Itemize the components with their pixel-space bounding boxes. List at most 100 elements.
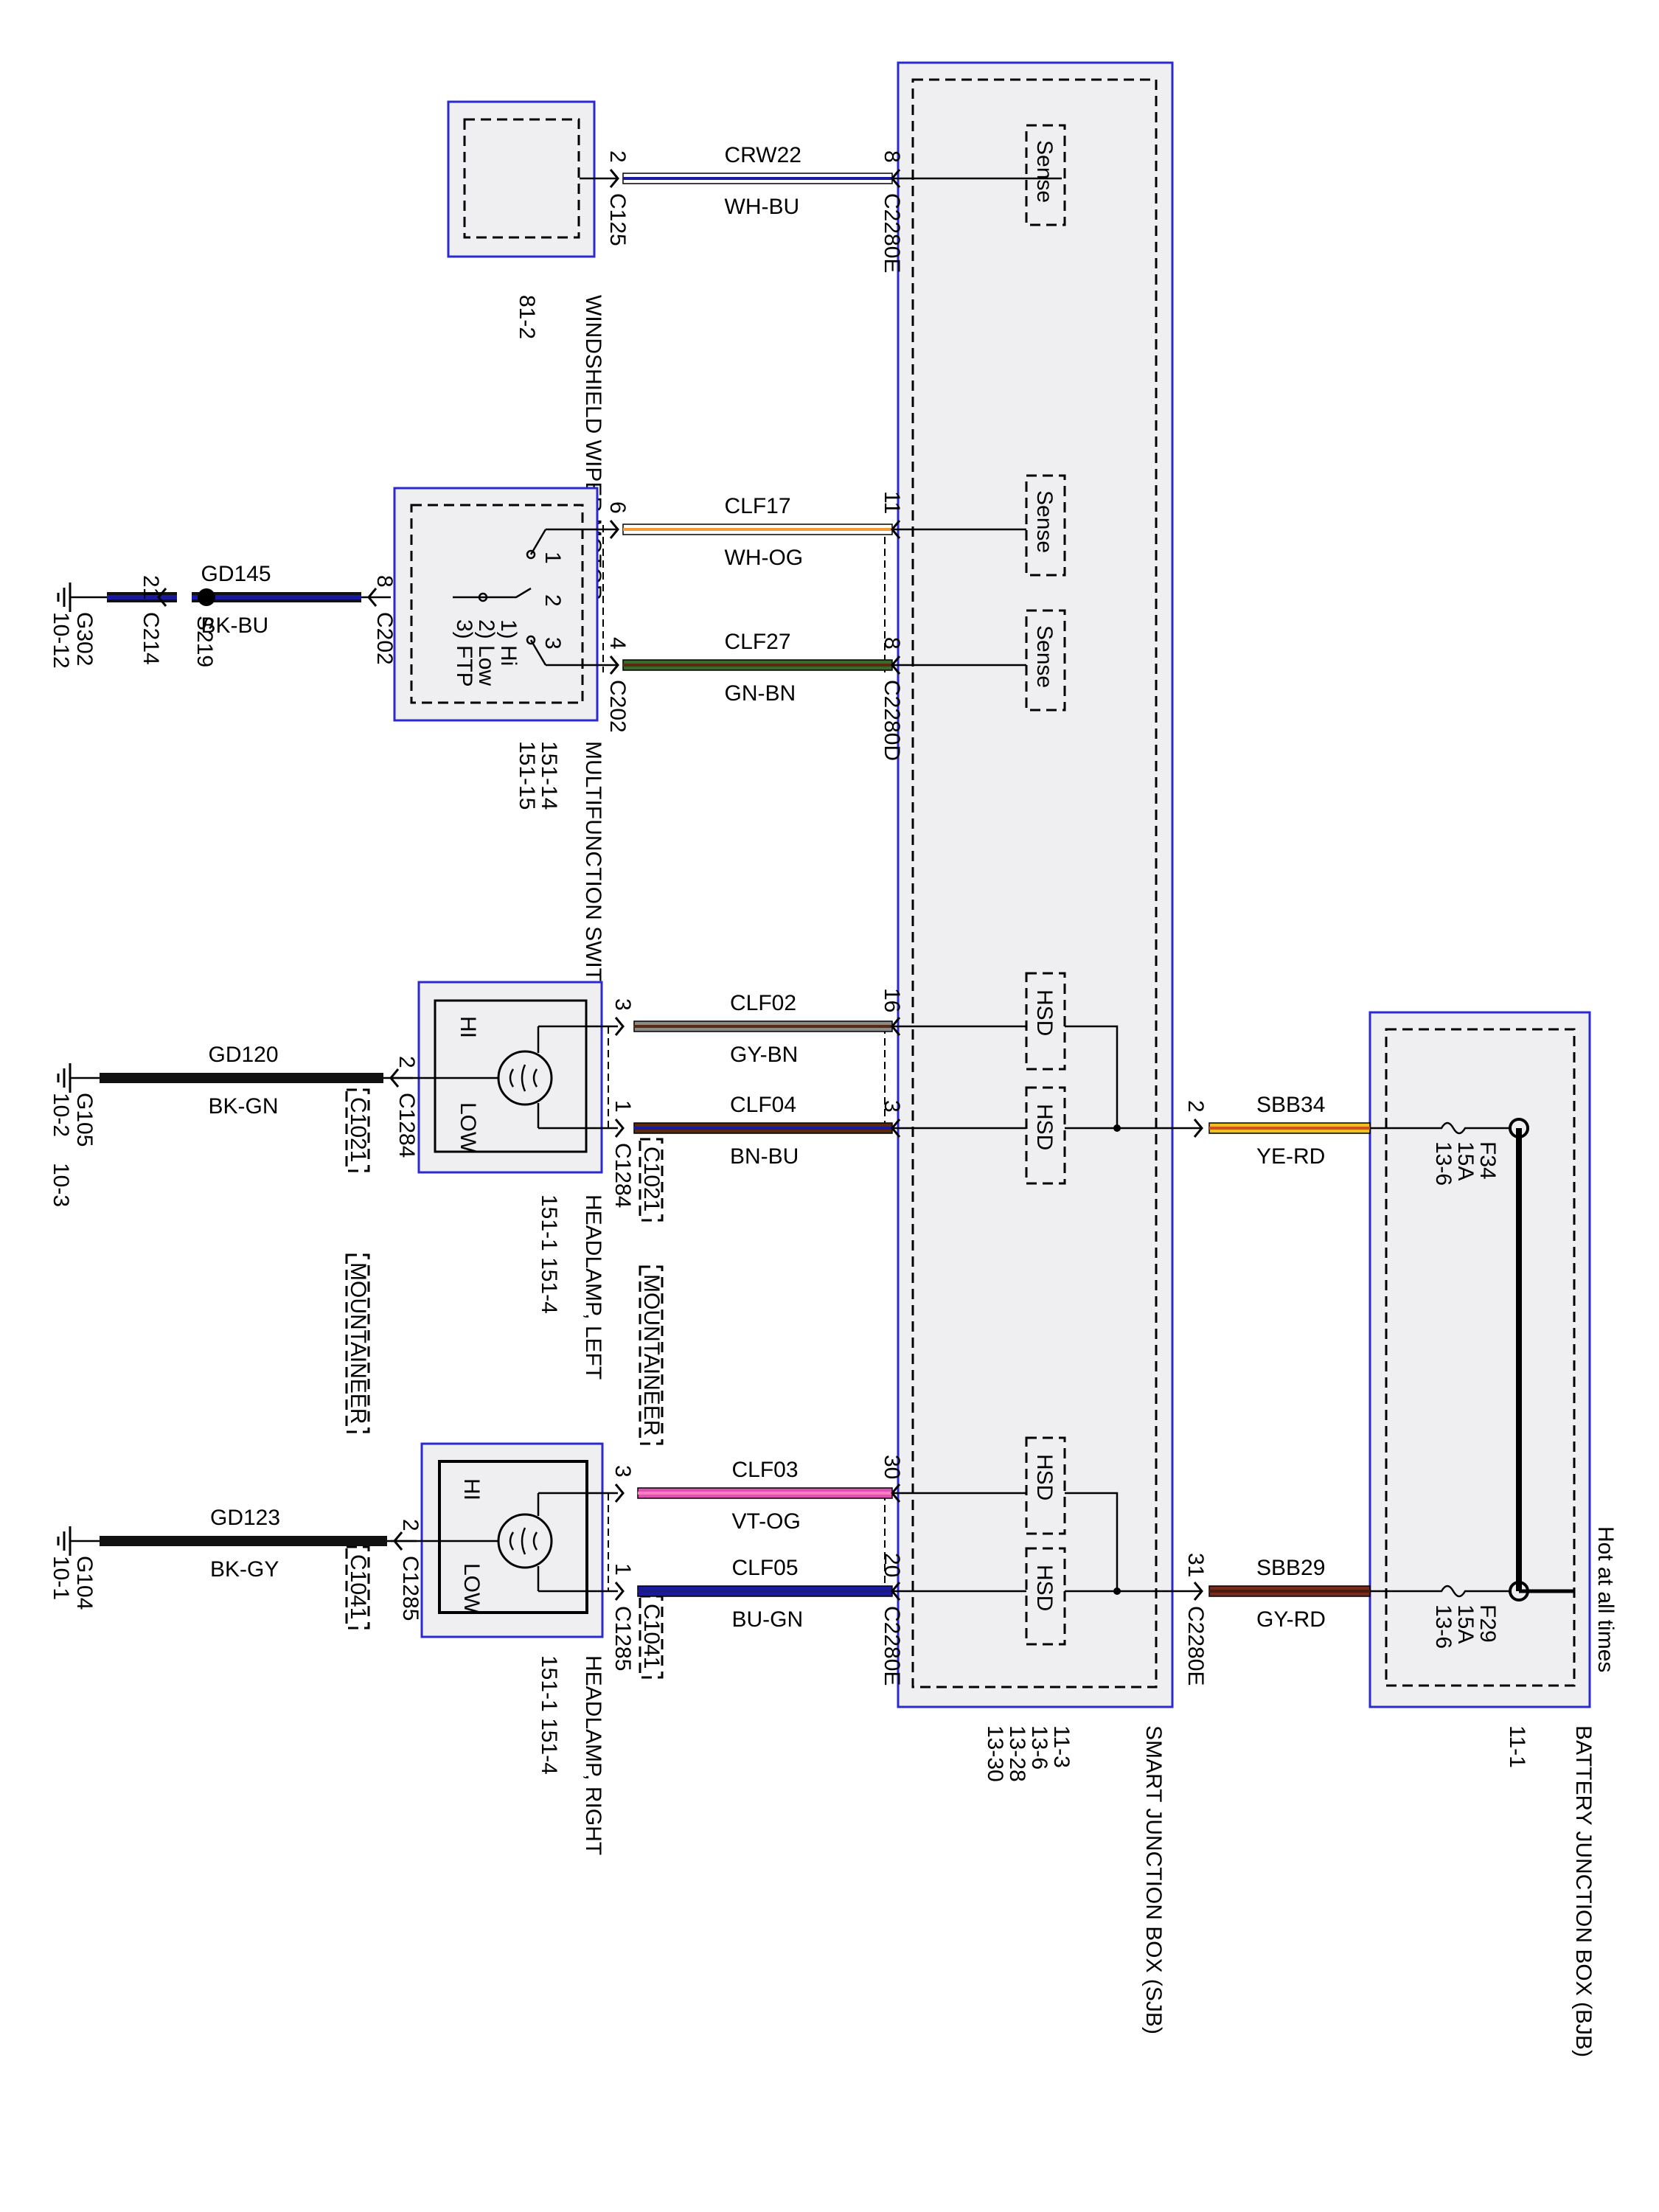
ground-id: G105 [72, 1093, 97, 1147]
wire-color-code: GN-BN [725, 681, 796, 706]
connector-pin: 4 [605, 637, 630, 650]
headlamp-low-label: LOW [456, 1102, 480, 1153]
connector-pin: 2 [605, 150, 630, 163]
connector-pin: 3 [611, 998, 635, 1011]
connector-chevron-icon [389, 1068, 400, 1088]
sjb-ref: 13-30 [983, 1725, 1007, 1782]
ground-symbol-icon [57, 1526, 72, 1556]
connector-chevron-icon [609, 520, 619, 539]
connector-chevron-icon [891, 1017, 901, 1036]
connector-pin: 21 [139, 575, 163, 599]
connector-chevron-icon [393, 1531, 403, 1551]
connector-pin: 30 [880, 1455, 904, 1479]
connector-chevron-icon [609, 655, 619, 675]
fuse-rating: 15A [1453, 1604, 1478, 1644]
sjb-ref: 11-3 [1049, 1725, 1074, 1768]
switch-position: 1) Hi [496, 619, 521, 666]
splice-icon [198, 588, 215, 606]
wire-stripe [634, 1025, 892, 1028]
connector-chevron-icon [891, 655, 901, 675]
connector-pin: 16 [880, 988, 904, 1012]
wire-stripe [1209, 1127, 1370, 1130]
switch-ref: 151-15 [515, 741, 539, 810]
ground-circuit-id: GD123 [210, 1506, 280, 1530]
fuse-f34-icon [1368, 1121, 1510, 1135]
connector-id: C2280E [1183, 1606, 1208, 1686]
connector-id: C1285 [611, 1606, 635, 1671]
wire-color-code: GY-BN [730, 1043, 798, 1067]
fuse-rating: 15A [1453, 1141, 1478, 1180]
headlamp-right: HI LOW HEADLAMP, RIGHT 151-1 151-4 [391, 1442, 618, 1855]
connector-chevron-icon [609, 169, 619, 188]
connector-id: C1285 [398, 1556, 422, 1621]
ground-color-code: BK-GY [210, 1557, 279, 1582]
connector-id: C2280E [880, 1606, 904, 1686]
sjb-sense-block-1: Sense [1025, 124, 1066, 226]
switch-name: MULTIFUNCTION SWITCH [581, 741, 605, 1013]
wire-color-code: BN-BU [730, 1144, 799, 1169]
sjb-block-label: HSD [1032, 1454, 1057, 1500]
sjb-sense-block-2: Sense [1025, 474, 1066, 577]
wire-stripe [623, 528, 892, 531]
wire-circuit-id: CLF05 [732, 1556, 799, 1580]
connector-chevron-icon [891, 520, 901, 539]
variant-notes: C1021 C1021 MOUNTAINEER MOUNTAINEER C104… [345, 1088, 664, 1679]
wire-stripe [623, 177, 892, 180]
connector-chevron-icon [614, 1017, 625, 1036]
variant-note: MOUNTAINEER [639, 1274, 664, 1436]
bjb-ref: 11-1 [1505, 1725, 1529, 1768]
switch-pin-label: 3 [540, 637, 565, 650]
sjb-block-label: Sense [1032, 625, 1057, 688]
ground-symbol-icon [57, 1063, 72, 1093]
ground-id: G302 [72, 612, 97, 666]
sjb-block-label: Sense [1032, 490, 1057, 553]
connector-chevron-icon [157, 588, 167, 607]
bjb-label: BATTERY JUNCTION BOX (BJB) 11-1 [1505, 1725, 1596, 2057]
fuse-id: F34 [1475, 1141, 1500, 1180]
connector-id: C202 [372, 612, 397, 665]
connector-chevron-icon [891, 169, 901, 188]
connector-pin: 6 [605, 501, 630, 514]
connector-id: C125 [605, 193, 630, 246]
headlamp-ref: 151-1 151-4 [537, 1194, 561, 1314]
switch-pin-label: 2 [540, 594, 565, 607]
connector-pin: 2 [394, 1056, 419, 1068]
headlamp-left: HI LOW HEADLAMP, LEFT 151-1 151-4 [391, 981, 618, 1380]
splice-id: S219 [192, 616, 217, 667]
connector-chevron-icon [1193, 1582, 1203, 1601]
bjb-hot-note: Hot at all times [1593, 1526, 1618, 1672]
bjb-box: F34 15A 13-6 F29 15A 13-6 [1368, 1011, 1591, 1708]
connector-id: C202 [605, 680, 630, 733]
wire-circuit-id: CLF02 [730, 991, 796, 1015]
headlamp-name: HEADLAMP, LEFT [581, 1194, 605, 1380]
sjb-box: Sense Sense Sense HSD HSD HSD HSD [897, 61, 1174, 1708]
variant-note: C1021 [639, 1147, 664, 1211]
sjb-internal-wire [1065, 1492, 1119, 1593]
connector-chevron-icon [891, 1119, 901, 1138]
variant-note: C1041 [346, 1554, 370, 1619]
connector-pin: 8 [372, 575, 397, 588]
connector-pin: 2 [1183, 1100, 1208, 1113]
wire-stripe [634, 1127, 892, 1130]
headlamp-hi-label: HI [456, 1016, 480, 1038]
connector-id: C214 [139, 612, 163, 665]
ground-ref: 10-3 [49, 1163, 73, 1207]
fuse-f29-icon [1368, 1585, 1510, 1598]
sjb-hsd-block-4: HSD [1025, 1547, 1066, 1646]
connector-pin: 1 [611, 1563, 635, 1576]
connector-chevron-icon [614, 1582, 625, 1601]
wire-color-code: VT-OG [732, 1509, 801, 1534]
multifunction-switch: 1 2 3 1) Hi 2) Low 3) FTP MULTIFUNCTION … [393, 487, 618, 1013]
wire-stripe [1209, 1590, 1370, 1593]
wire-circuit-id: CLF27 [725, 630, 791, 654]
sjb-block-label: HSD [1032, 990, 1057, 1036]
switch-ref: 151-14 [537, 741, 561, 810]
wire-circuit-id: CRW22 [725, 143, 801, 167]
wire-circuit-id: CLF04 [730, 1093, 796, 1117]
